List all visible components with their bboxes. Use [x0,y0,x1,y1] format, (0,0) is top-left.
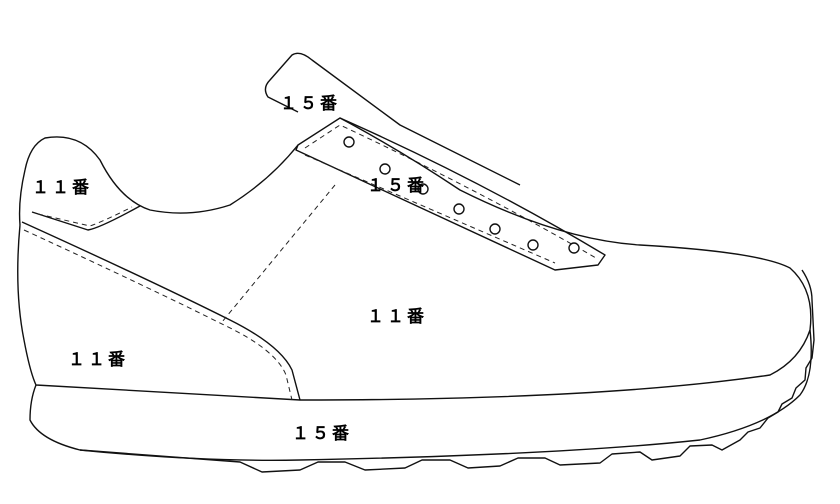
eyelet [417,183,429,195]
label-eyestay: １５番 [367,176,427,196]
eyelet [453,203,465,215]
label-heel: １１番 [68,350,128,370]
vamp-seam-stitching [221,184,336,323]
label-sole: １５番 [292,424,352,444]
collar-outline [18,136,299,226]
eyelet [379,163,391,175]
eyelet [527,239,539,251]
quarter-seam [21,221,301,401]
label-tongue: １５番 [280,94,340,114]
eyelet [343,136,355,148]
eyestay-outline [295,117,606,271]
outsole-tread [79,269,815,473]
quarter-stitching [23,229,293,401]
collar-stitching [37,206,133,227]
eyelet [489,223,501,235]
eyestay-stitching-top [304,124,597,259]
eyelets [343,136,580,254]
eyestay-stitching-bottom [304,154,556,264]
label-vamp: １１番 [367,307,427,327]
eyelet [568,242,580,254]
tongue-outline [264,52,521,186]
midsole-outline [29,329,812,461]
upper-outline [17,117,812,401]
collar-lining [31,205,141,231]
label-collar: １１番 [32,178,92,198]
